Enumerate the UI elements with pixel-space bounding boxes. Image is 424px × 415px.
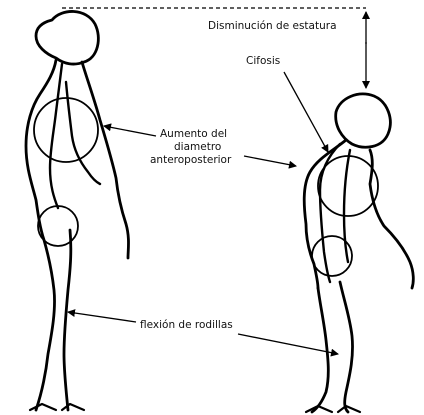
young-arm: [66, 82, 100, 184]
young-head: [36, 11, 98, 64]
knee-flexion-label: flexión de rodillas: [140, 319, 233, 331]
young-front-leg: [64, 230, 71, 410]
young-front-contour: [82, 62, 129, 258]
elderly-front-contour: [370, 150, 413, 288]
height-loss-label: Disminución de estatura: [208, 20, 337, 32]
kyphosis-label: Cifosis: [246, 55, 280, 67]
ap-diameter-label-line2: diametro: [174, 141, 221, 153]
elderly-front-leg: [340, 282, 353, 412]
elderly-figure: [304, 94, 413, 412]
ap-diameter-label-line3: anteroposterior: [150, 154, 231, 166]
ap-diameter-arrow-right: [244, 156, 296, 166]
kyphosis-arrow: [284, 72, 328, 152]
elderly-head: [336, 94, 391, 147]
young-spine: [50, 64, 62, 208]
ap-diameter-label-line1: Aumento del: [160, 128, 227, 140]
young-feet: [30, 404, 84, 410]
young-pelvis-circle: [38, 206, 78, 246]
knee-flexion-arrow-left: [68, 312, 136, 322]
knee-flexion-arrow-right: [238, 334, 338, 354]
ap-diameter-arrow-left: [104, 126, 156, 136]
young-figure: [26, 11, 129, 410]
young-thorax-circle: [34, 98, 98, 162]
